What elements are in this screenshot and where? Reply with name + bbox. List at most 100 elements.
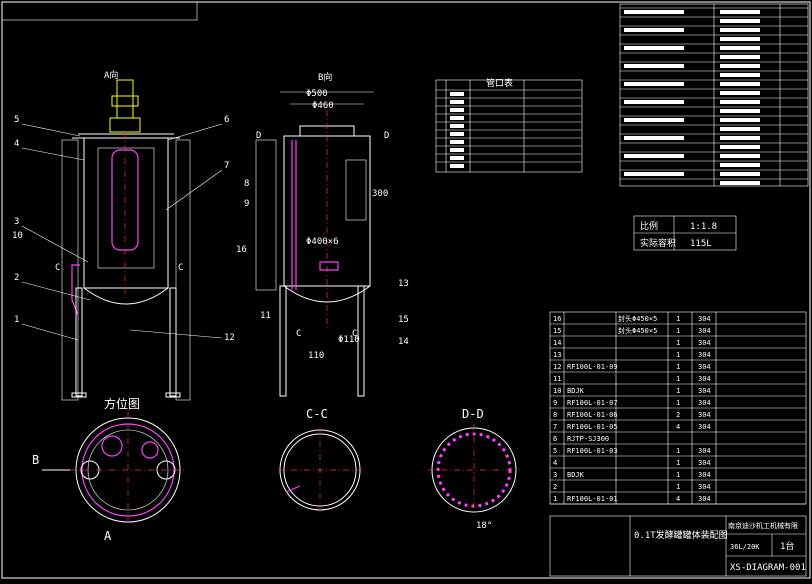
drawing-quantity: 1台 [780,540,794,552]
svg-text:A: A [104,529,112,543]
svg-text:实际容积: 实际容积 [640,237,676,249]
bom-material: 304 [698,411,711,419]
svg-text:15: 15 [398,315,409,325]
svg-text:13: 13 [398,279,409,289]
bom-qty: 4 [676,423,680,431]
bom-code: BDJK [567,471,585,479]
svg-text:6: 6 [224,115,229,125]
svg-text:10: 10 [12,231,23,241]
bom-no: 10 [553,387,561,395]
bom-qty: 2 [676,411,680,419]
section-cc: C-C [278,407,364,512]
svg-text:115L: 115L [690,239,712,249]
bom-material: 304 [698,495,711,503]
bom-no: 14 [553,339,561,347]
motor [116,79,134,119]
svg-text:7: 7 [224,161,229,171]
bom-row: 10 BDJK 1 304 [550,387,806,397]
svg-text:1: 1 [14,315,19,325]
scale-box: 比例 1:1.8 实际容积 115L [633,215,737,251]
bom-name: 封头Φ450×5 [618,326,657,335]
bom-row: 13 1 304 [550,351,806,361]
vessel-shell [83,137,169,289]
bom-qty: 1 [676,483,680,491]
svg-text:2: 2 [14,273,19,283]
bom-no: 15 [553,327,561,335]
bom-material: 304 [698,399,711,407]
bom-material: 304 [698,375,711,383]
bom-qty: 1 [676,339,680,347]
bom-code: RF100L-01-09 [567,363,618,371]
svg-text:11: 11 [260,311,271,321]
bom-material: 304 [698,459,711,467]
bom-qty: 1 [676,447,680,455]
jacket [97,147,155,269]
bom-material: 304 [698,327,711,335]
nozzle-table: 管口表 [435,77,583,173]
bom-material: 304 [698,315,711,323]
bom-qty: 1 [676,387,680,395]
svg-text:110: 110 [308,351,324,361]
svg-text:16: 16 [236,245,247,255]
bom-code: RF100L-01-01 [567,495,618,503]
svg-text:8: 8 [244,179,249,189]
view-b-title: B向 [318,71,332,83]
bom-qty: 1 [676,363,680,371]
bom-material: 304 [698,351,711,359]
bottom-head [83,287,169,305]
bom-no: 13 [553,351,561,359]
svg-text:5: 5 [14,115,19,125]
bom-code: RF100L-01-03 [567,447,618,455]
bom-qty: 1 [676,315,680,323]
bom-no: 12 [553,363,561,371]
bom-code: RF100L-01-06 [567,411,618,419]
svg-text:300: 300 [372,189,388,199]
technical-spec-table [619,3,809,187]
bom-code: RF100L-01-05 [567,423,618,431]
svg-text:C: C [296,329,301,339]
top-left-frame [1,1,198,21]
bom-qty: 1 [676,399,680,407]
nozzle-table-title: 管口表 [486,77,513,89]
svg-text:9: 9 [244,199,249,209]
bom-qty: 1 [676,471,680,479]
company-name: 南京迪沙机工机械有限 [728,521,798,530]
svg-text:C: C [352,329,357,339]
drawing-weight: 36L/20K [730,543,760,551]
bom-name: 封头Φ450×5 [618,314,657,323]
azimuth-title: 方位图 [104,396,140,411]
bom-row: 7 RF100L-01-05 4 304 [550,423,806,433]
bom-row: 12 RF100L-01-09 1 304 [550,363,806,373]
bom-code: BDJK [567,387,585,395]
bom-material: 304 [698,387,711,395]
svg-text:12: 12 [224,333,235,343]
bom-no: 7 [553,423,557,431]
svg-text:比例: 比例 [640,220,658,232]
bom-no: 4 [553,459,557,467]
bom-no: 3 [553,471,557,479]
bom-material: 304 [698,423,711,431]
bom-material: 304 [698,483,711,491]
bom-qty: 1 [676,351,680,359]
svg-text:B: B [32,453,39,467]
leg [169,287,177,397]
bom-qty: 1 [676,459,680,467]
title-block: 0.1T发酵罐罐体装配图 南京迪沙机工机械有限 36L/20K 1台 XS-DI… [549,515,807,577]
bom-no: 9 [553,399,557,407]
bom-no: 1 [553,495,557,503]
azimuth-view: 方位图 B A [32,396,186,543]
bom-material: 304 [698,363,711,371]
svg-text:Φ460: Φ460 [312,101,334,111]
bom-no: 6 [553,435,557,443]
bom-no: 8 [553,411,557,419]
svg-text:18°: 18° [476,521,492,531]
svg-text:D: D [256,131,261,141]
bom-qty: 1 [676,375,680,383]
